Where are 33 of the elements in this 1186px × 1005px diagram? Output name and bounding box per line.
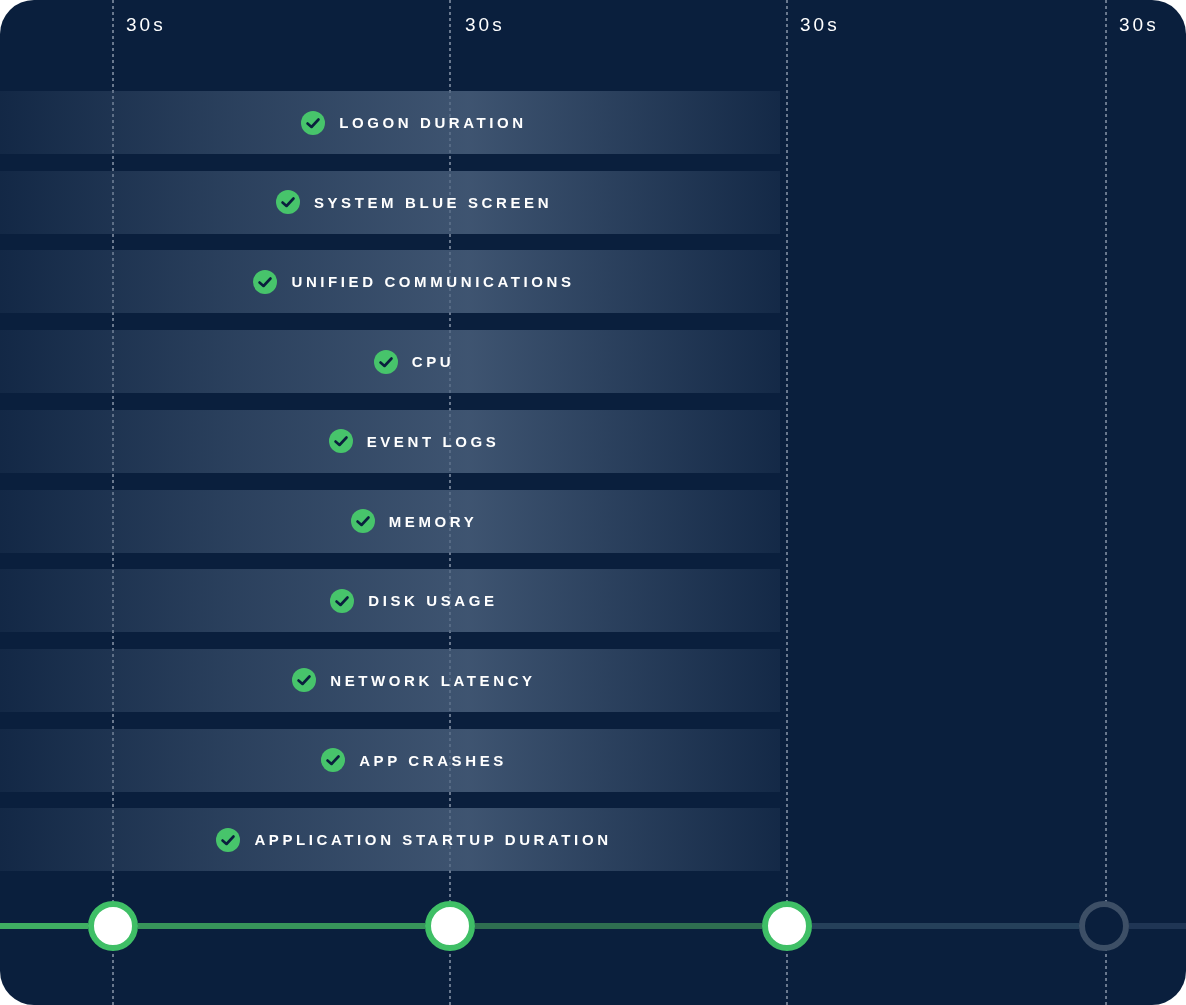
time-label: 30s xyxy=(465,14,505,36)
metric-name: UNIFIED COMMUNICATIONS xyxy=(291,273,575,291)
timeline-marker xyxy=(762,901,812,951)
timeline-segment xyxy=(475,923,762,929)
metric-name: APP CRASHES xyxy=(359,751,507,769)
timeline-marker xyxy=(88,901,138,951)
metric-band xyxy=(0,569,780,633)
metric-name: DISK USAGE xyxy=(368,592,498,610)
time-label: 30s xyxy=(800,14,840,36)
metric-band xyxy=(0,91,780,154)
timeline-segment xyxy=(812,923,1079,929)
metric-band xyxy=(0,648,780,712)
metric-name: APPLICATION STARTUP DURATION xyxy=(254,831,612,849)
timeline-segment xyxy=(138,923,425,929)
metric-name: EVENT LOGS xyxy=(366,432,500,450)
metric-name: LOGON DURATION xyxy=(339,114,527,131)
time-label: 30s xyxy=(126,14,166,36)
metric-name: SYSTEM BLUE SCREEN xyxy=(313,193,553,211)
metric-band xyxy=(0,728,780,792)
metric-name: NETWORK LATENCY xyxy=(330,671,536,689)
timeline-marker xyxy=(1079,901,1129,951)
metric-band xyxy=(0,250,780,314)
metric-name: CPU xyxy=(411,353,455,371)
timeline-segment xyxy=(1129,923,1186,929)
time-label: 30s xyxy=(1119,14,1159,36)
metric-band xyxy=(0,808,780,872)
metric-band xyxy=(0,330,780,394)
timeline-segment xyxy=(0,923,88,929)
metric-name: MEMORY xyxy=(388,512,478,530)
metric-band xyxy=(0,489,780,553)
metric-band xyxy=(0,170,780,234)
metric-band xyxy=(0,409,780,473)
timeline-marker xyxy=(425,901,475,951)
